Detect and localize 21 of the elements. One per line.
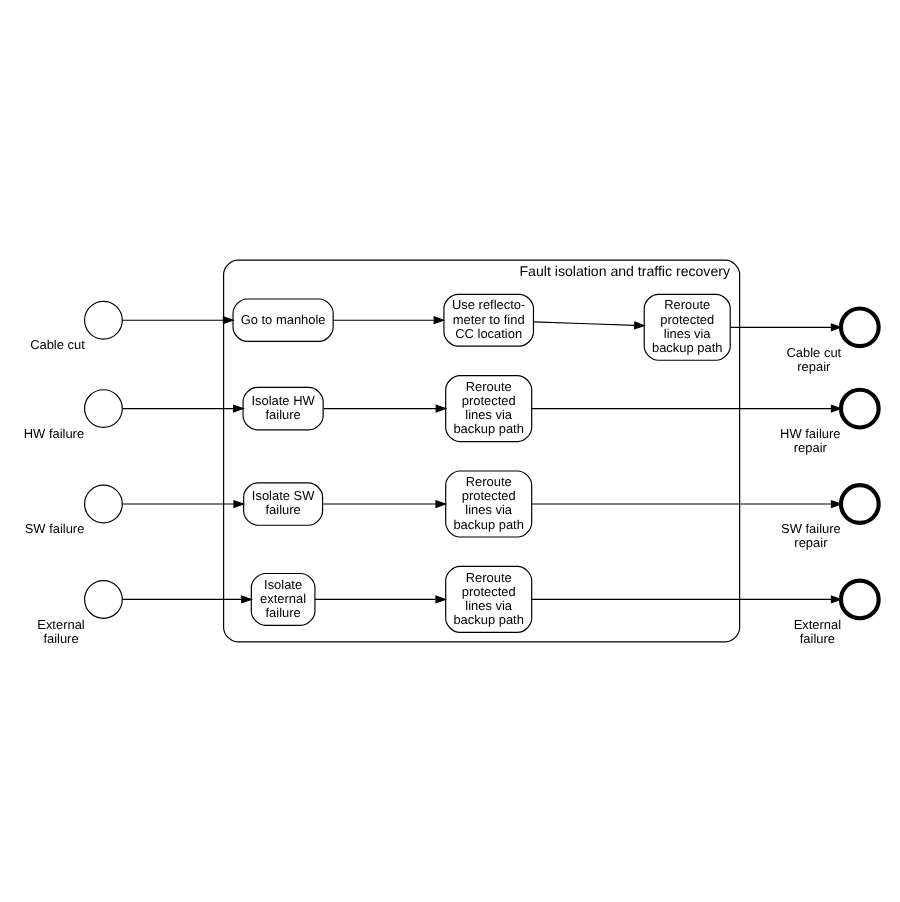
node-circle: [837, 306, 880, 349]
arrow: [331, 316, 445, 325]
arrow: [530, 499, 842, 509]
arrow: [532, 321, 645, 330]
node-circle: [837, 578, 880, 621]
arrow: [321, 499, 447, 509]
arrow: [313, 595, 447, 604]
arrow: [121, 404, 244, 413]
arrow: [530, 404, 842, 413]
arrow: [121, 316, 234, 325]
arrow: [321, 404, 447, 413]
node-circle: [83, 484, 122, 524]
node-circle: [83, 389, 122, 429]
arrow: [530, 595, 842, 604]
node-circle: [83, 580, 122, 619]
arrow: [121, 499, 245, 509]
arrow: [121, 595, 252, 604]
arrow: [728, 323, 842, 332]
node-circle: [837, 387, 880, 430]
node-circle: [837, 483, 880, 525]
node-circle: [83, 300, 122, 340]
